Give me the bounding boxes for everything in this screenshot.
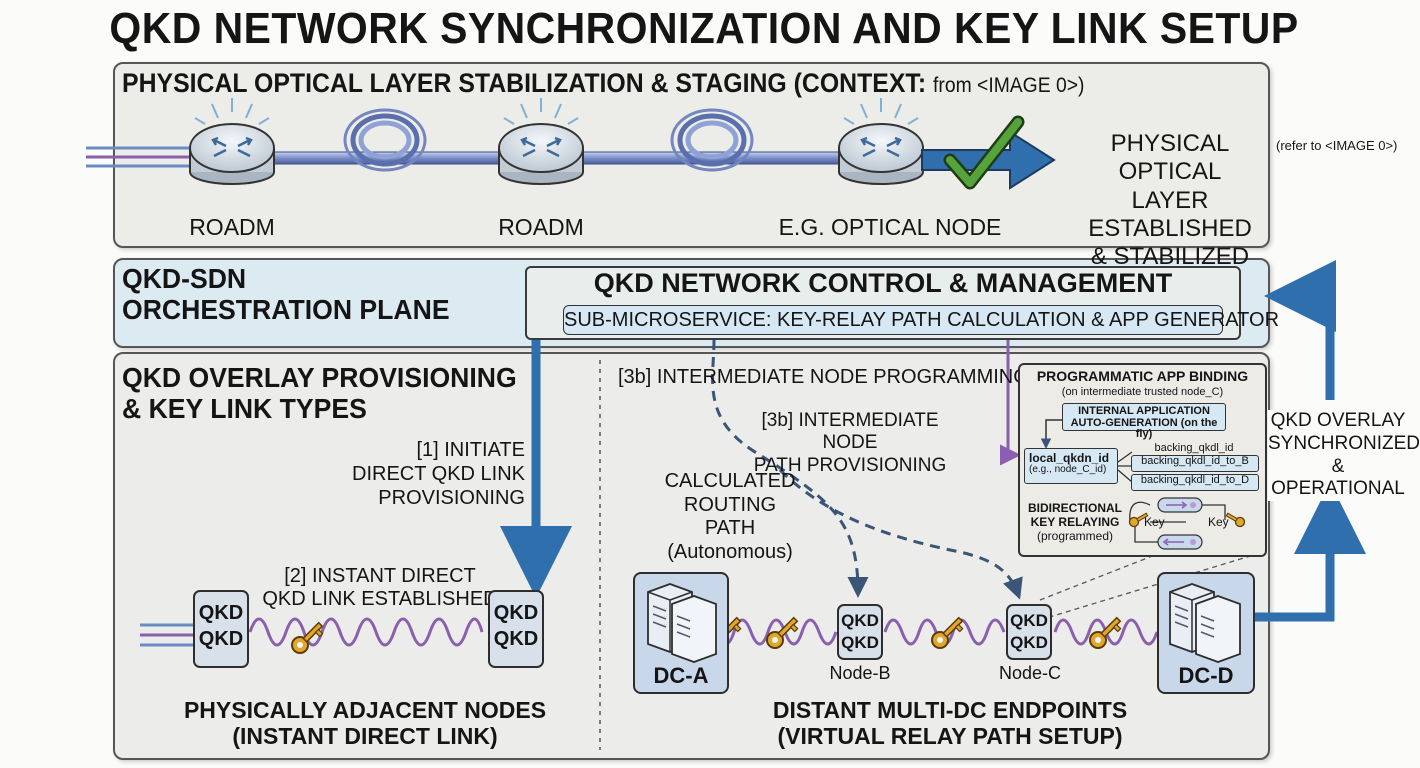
roadm-label-1: ROADM	[189, 214, 275, 240]
qkd-device-right: QKD QKD	[488, 590, 544, 668]
roadm-icon-2	[498, 98, 584, 185]
backing-qkdl-id: backing_qkdl_id	[1154, 442, 1234, 454]
fiber-spool-2	[670, 108, 754, 172]
routing-path-to-node-c	[778, 468, 1023, 600]
network-control-title: QKD NETWORK CONTROL & MANAGEMENT	[593, 268, 1173, 298]
backing-qkdl-id-to-d: backing_qkdl_id_to_D	[1131, 474, 1259, 491]
sub-microservice-box: SUB-MICROSERVICE: KEY-RELAY PATH CALCULA…	[563, 305, 1279, 335]
key-icon	[1089, 616, 1122, 649]
roadm-icon-1	[189, 98, 275, 185]
orchestration-plane-label: QKD-SDN ORCHESTRATION PLANE	[122, 263, 450, 325]
sync-arrow-up	[1252, 482, 1366, 622]
app-binding-subtitle: (on intermediate trusted node_C)	[1061, 386, 1224, 398]
overlay-sync-label: QKD OVERLAY SYNCHRONIZED & OPERATIONAL	[1268, 410, 1420, 502]
optical-node-icon	[838, 98, 924, 185]
app-binding-callout	[1039, 552, 1261, 621]
key-icon	[291, 621, 324, 654]
step-3b-programming-label: [3b] INTERMEDIATE NODE PROGRAMMING	[618, 366, 1029, 388]
key-icon	[931, 616, 964, 649]
dc-a-label: DC-A	[653, 663, 709, 688]
overlay-provisioning-label: QKD OVERLAY PROVISIONING & KEY LINK TYPE…	[122, 362, 517, 425]
key-label-right: Key	[1208, 515, 1229, 529]
dc-d-label: DC-D	[1178, 663, 1234, 688]
adjacent-nodes-caption: PHYSICALLY ADJACENT NODES (INSTANT DIREC…	[183, 697, 547, 749]
local-qkdn-id-box: local_qkdn_id (e.g., node_C_id)	[1024, 448, 1118, 484]
routing-path-to-node-b	[711, 339, 869, 598]
key-label-left: Key	[1144, 515, 1165, 529]
internal-app-generation-box: INTERNAL APPLICATION AUTO-GENERATION (on…	[1062, 403, 1226, 440]
backing-qkdl-id-to-b: backing_qkdl_id_to_B	[1131, 455, 1259, 472]
node-c-label: Node-C	[998, 663, 1062, 683]
page-title: QKD NETWORK SYNCHRONIZATION AND KEY LINK…	[109, 4, 1299, 53]
sync-arrow-to-mgmt	[1264, 260, 1336, 400]
optical-node-label: E.G. OPTICAL NODE	[778, 214, 1002, 240]
direct-qkd-link-wave	[248, 617, 484, 647]
qkd-device-left: QKD QKD	[193, 590, 249, 668]
routing-path-label: CALCULATED ROUTING PATH (Autonomous)	[664, 470, 796, 563]
roadm-label-2: ROADM	[498, 214, 584, 240]
app-binding-title: PROGRAMMATIC APP BINDING	[1036, 368, 1249, 384]
key-icon	[766, 616, 799, 649]
node-c-device: QKD QKD	[1006, 604, 1052, 660]
check-icon	[943, 115, 1025, 190]
adjacent-input-fibers	[140, 623, 195, 647]
node-programming-line	[1000, 340, 1021, 466]
physical-layer-heading: PHYSICAL OPTICAL LAYER STABILIZATION & S…	[122, 68, 1085, 98]
fiber-spool-1	[343, 108, 427, 172]
node-b-label: Node-B	[829, 663, 891, 683]
step-3b-path-label: [3b] INTERMEDIATE NODE PATH PROVISIONING	[753, 410, 947, 476]
distant-endpoints-caption: DISTANT MULTI-DC ENDPOINTS (VIRTUAL RELA…	[772, 697, 1128, 749]
step-1-label: [1] INITIATE DIRECT QKD LINK PROVISIONIN…	[352, 439, 525, 509]
step-2-label: [2] INSTANT DIRECT QKD LINK ESTABLISHED	[262, 565, 498, 610]
refer-note: (refer to <IMAGE 0>)	[1276, 138, 1398, 153]
physical-status-label: PHYSICAL OPTICAL LAYER ESTABLISHED & STA…	[1088, 130, 1252, 271]
bidirectional-relaying-label: BIDIRECTIONAL KEY RELAYING (programmed)	[1028, 501, 1122, 543]
node-b-device: QKD QKD	[837, 604, 883, 660]
